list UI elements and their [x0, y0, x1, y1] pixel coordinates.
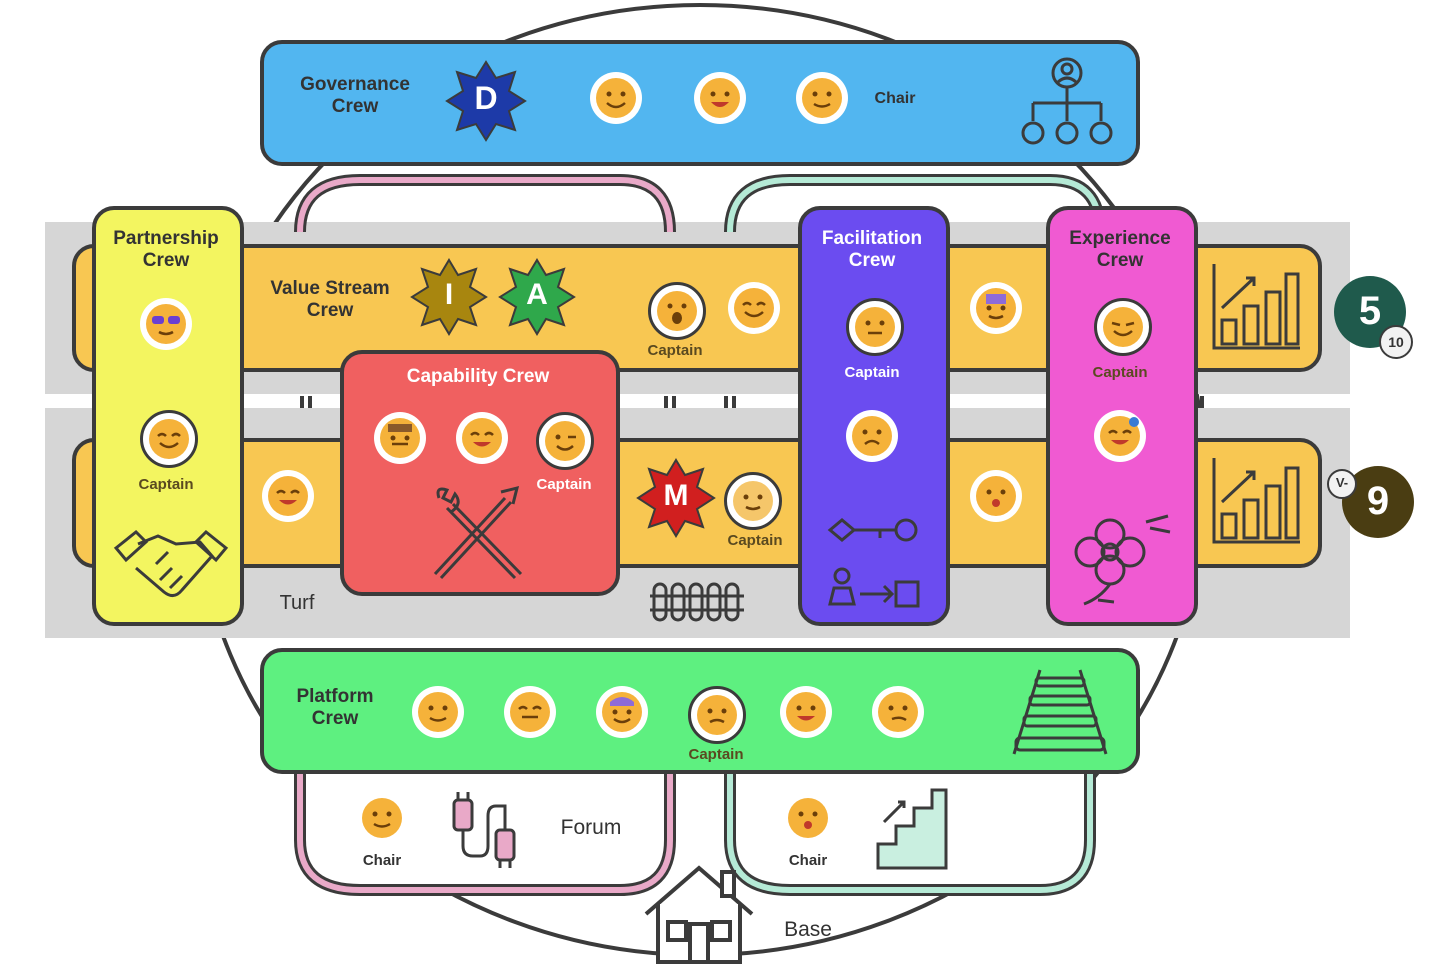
forum-chair-label: Chair — [362, 852, 402, 869]
base-label: Base — [784, 918, 832, 941]
flower-icon — [1074, 514, 1171, 606]
experience-crew-title: Experience Crew — [1069, 228, 1171, 271]
wip-limit-number-bottom: 9 — [1366, 479, 1390, 523]
railway-track-icon — [1012, 669, 1108, 755]
facilitation-member-face — [846, 410, 898, 462]
turf-label: Turf — [279, 592, 315, 614]
value-stream-badge-i-icon — [410, 258, 488, 336]
partnership-crew-title: Partnership Crew — [113, 228, 219, 271]
platform-member-face-1 — [412, 686, 464, 738]
platform-captain-face — [688, 686, 746, 744]
facilitation-crew-title: Facilitation Crew — [821, 228, 923, 271]
chair-face-right — [782, 792, 834, 844]
capability-member-face-2 — [456, 412, 508, 464]
wip-limit-sub-top: 10 — [1388, 334, 1404, 350]
facilitation-captain-label: Captain — [844, 364, 900, 381]
wip-limit-number-top: 5 — [1358, 289, 1382, 333]
value-stream-member-face — [728, 282, 780, 334]
governance-badge-icon — [445, 60, 527, 142]
capability-crew-title: Capability Crew — [406, 366, 550, 387]
house-icon — [644, 865, 754, 964]
value-stream-crew-title: Value Stream Crew — [270, 278, 390, 321]
governance-crew-title: Governance Crew — [300, 74, 410, 117]
platform-crew-title: Platform Crew — [296, 686, 374, 729]
platform-member-face-5 — [872, 686, 924, 738]
capability-member-face-1 — [374, 412, 426, 464]
partnership-member-face — [140, 298, 192, 350]
facilitation-captain-face — [846, 298, 904, 356]
governance-member-face-1 — [590, 72, 642, 124]
value-stream-badge-a-icon — [498, 258, 576, 336]
platform-member-face-3 — [596, 686, 648, 738]
value-stream-badge-a-label: A — [526, 278, 548, 311]
capability-crew-panel — [340, 350, 620, 596]
lower-lane-badge-m-icon — [636, 458, 716, 538]
lower-lane-member-face-left — [262, 470, 314, 522]
capability-captain-label: Captain — [536, 476, 592, 493]
value-stream-captain-face — [648, 282, 706, 340]
experience-captain-label: Captain — [1092, 364, 1148, 381]
lower-lane-badge-m-label: M — [663, 479, 689, 512]
partnership-captain-label: Captain — [138, 476, 194, 493]
lower-lane-captain-label: Captain — [727, 532, 783, 549]
governance-member-face-2 — [694, 72, 746, 124]
person-flow-icon — [828, 567, 920, 608]
wip-limit-circle-top — [1334, 276, 1413, 359]
fence-icon — [650, 582, 744, 622]
value-stream-badge-i-label: I — [444, 278, 454, 311]
experience-member-face — [1094, 410, 1146, 462]
capability-captain-face — [536, 412, 594, 470]
org-chart-icon — [1021, 57, 1113, 145]
growth-chart-icon-bottom — [1212, 458, 1300, 544]
forum-label: Forum — [560, 816, 622, 839]
lower-lane-member-face-right — [970, 470, 1022, 522]
platform-member-face-2 — [504, 686, 556, 738]
chair-label-right: Chair — [788, 852, 828, 869]
experience-captain-face — [1094, 298, 1152, 356]
value-stream-member-face-right — [970, 282, 1022, 334]
stairs-icon — [876, 788, 948, 870]
forum-chair-face — [356, 792, 408, 844]
value-stream-captain-label: Captain — [647, 342, 703, 359]
governance-badge-label: D — [474, 80, 498, 116]
platform-captain-label: Captain — [688, 746, 744, 763]
plug-connector-icon — [452, 792, 516, 868]
wip-limit-sub-bottom: V- — [1335, 475, 1349, 490]
tools-icon — [433, 485, 523, 580]
platform-member-face-4 — [780, 686, 832, 738]
governance-chair-face — [796, 72, 848, 124]
governance-chair-label: Chair — [874, 90, 916, 107]
partnership-captain-face — [140, 410, 198, 468]
wip-limit-circle-bottom — [1327, 466, 1414, 538]
growth-chart-icon-top — [1212, 264, 1300, 350]
key-connector-icon — [827, 518, 918, 542]
lower-lane-captain-face — [724, 472, 782, 530]
handshake-icon — [113, 529, 229, 597]
